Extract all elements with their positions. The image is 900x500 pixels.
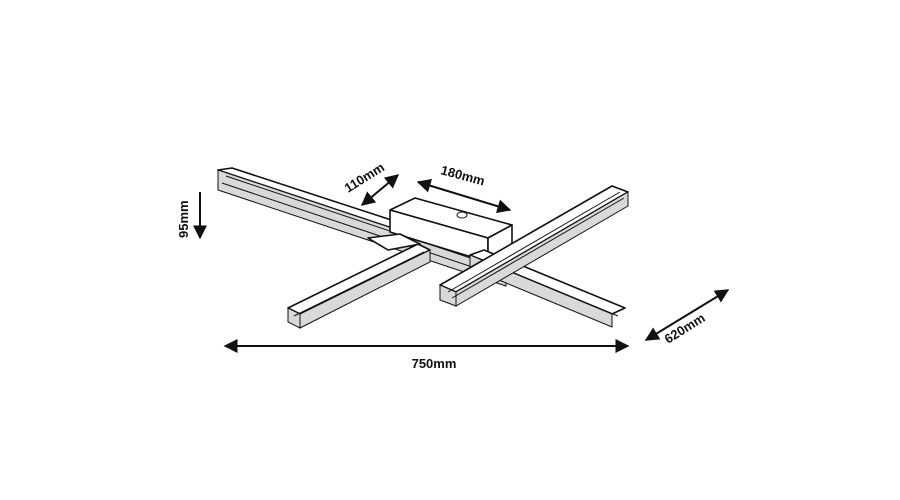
bar-upper-right bbox=[439, 185, 629, 307]
dimension-depth: 620mm bbox=[644, 289, 730, 347]
ceiling-lamp bbox=[217, 167, 629, 329]
width-label: 750mm bbox=[412, 356, 457, 371]
dimension-width: 750mm bbox=[223, 339, 630, 371]
bar-lower-left bbox=[287, 243, 431, 329]
base-width-label: 180mm bbox=[439, 162, 486, 188]
dimension-height: 95mm bbox=[176, 192, 207, 240]
center-connector bbox=[367, 233, 421, 251]
dimension-base-depth: 110mm bbox=[342, 159, 400, 206]
height-label: 95mm bbox=[176, 200, 191, 238]
